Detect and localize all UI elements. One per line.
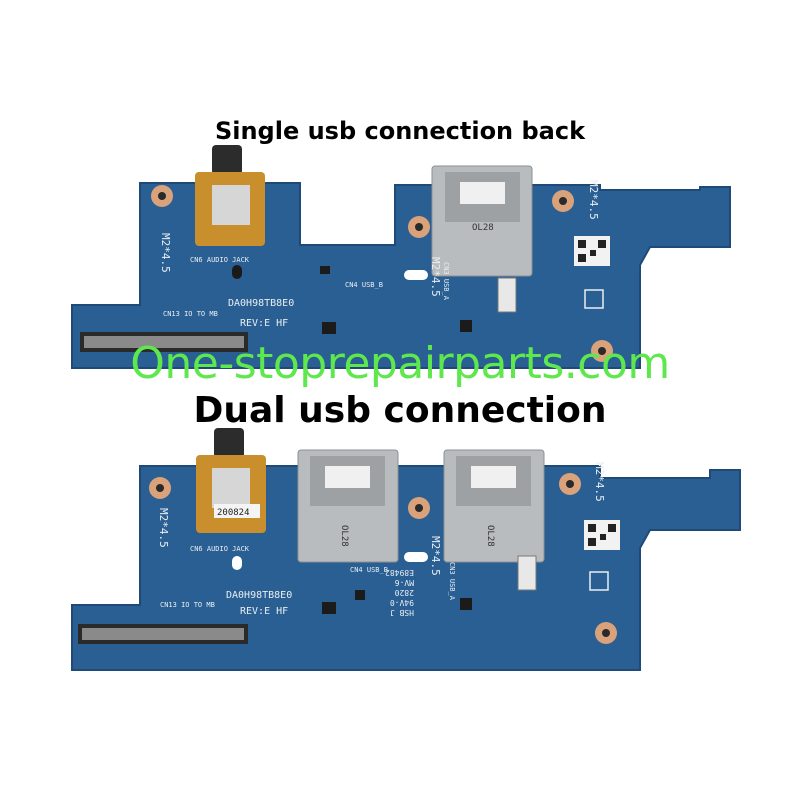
usb-stamp-right: OL28 [485,525,495,547]
bottom-usb-a-label: CN3 USB_A [448,562,456,601]
board-slot [404,552,428,562]
bottom-io-label: CN13 IO TO MB [160,601,215,609]
marking-mv6: MV-6 [395,578,414,587]
marking-e89482: E89482 [385,568,414,577]
ic-chip [322,322,336,334]
board-slot [404,270,428,280]
watermark: One-stoprepairparts.com [130,338,670,389]
bottom-mount-label-right: M2*4.5 [593,462,606,502]
ic-chip [322,602,336,614]
marking-94v: 94V-0 [390,598,414,607]
top-audio-label: CN6 AUDIO JACK [190,256,250,264]
top-part-number: DA0H98TB8E0 [228,298,294,309]
top-io-label: CN13 IO TO MB [163,310,218,318]
audio-jack-barrel [212,145,242,175]
usb-stamp-left: OL28 [339,525,349,547]
top-mount-label-right: M2*4.5 [587,180,600,220]
jack-sticker: 200824 [217,508,250,518]
bottom-pcb-board: 200824 OL28 OL28 M2*4.5 M2*4.5 M2*4 [71,428,741,671]
ic-chip [460,598,472,610]
top-usb-a-label: CN3 USB_A [442,262,450,301]
top-caption: Single usb connection back [214,117,586,145]
bottom-mount-label-mid: M2*4.5 [429,536,442,576]
bottom-audio-label: CN6 AUDIO JACK [190,545,250,553]
top-usb-stamp: OL28 [472,223,494,233]
bottom-revision: REV:E HF [240,606,288,617]
bottom-mount-label-left: M2*4.5 [157,508,170,548]
top-revision: REV:E HF [240,318,288,329]
marking-hsb: HSB J [390,608,414,617]
audio-jack-barrel [214,428,244,458]
bottom-caption: Dual usb connection [193,390,607,431]
ic-chip [320,266,330,274]
top-pcb-board: M2*4.5 M2*4.5 M2*4.5 CN6 AUDIO JACK CN4 … [71,145,731,369]
flex-connector-small [517,555,537,591]
ic-chip [355,590,365,600]
marking-2820: 2820 [395,588,414,597]
top-usb-label: CN4 USB_B [345,281,383,289]
ic-chip [460,320,472,332]
top-mount-label-left: M2*4.5 [159,233,172,273]
flex-connector-small [497,277,517,313]
bottom-usb-label: CN4 USB_B [350,566,388,574]
h-logo-mark [584,289,604,309]
bottom-part-number: DA0H98TB8E0 [226,590,292,601]
top-mount-label-mid: M2*4.5 [429,257,442,297]
h-logo-mark [589,571,609,591]
